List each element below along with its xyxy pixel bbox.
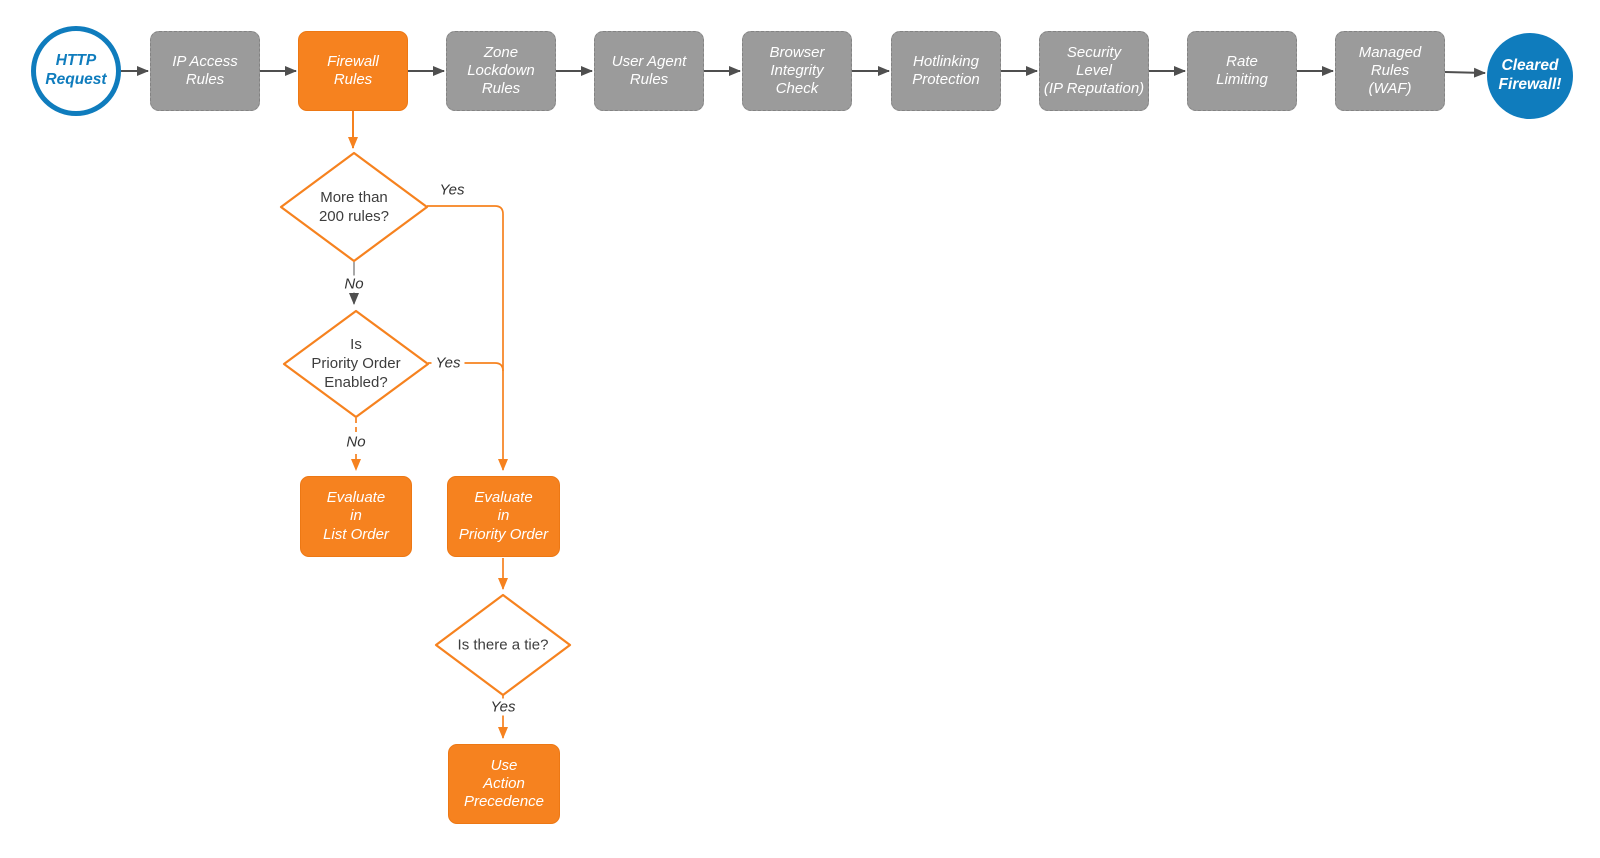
decision-text-is-there-a-tie: Is there a tie?	[457, 636, 549, 654]
stage-user-agent-rules: User Agent Rules	[594, 31, 704, 111]
action-evaluate-list-order: Evaluate in List Order	[300, 476, 412, 557]
edge-label-yes-3: Yes	[486, 698, 520, 716]
edge-label-yes-2: Yes	[431, 354, 465, 372]
edge-label-yes-1: Yes	[439, 181, 465, 199]
stage-firewall-rules: Firewall Rules	[298, 31, 408, 111]
arrow-managed-rules-to-end	[1444, 67, 1486, 78]
decision-text-200-rules: More than 200 rules?	[318, 188, 390, 225]
stage-hotlinking-protection: Hotlinking Protection	[891, 31, 1001, 111]
stage-zone-lockdown-rules: Zone Lockdown Rules	[446, 31, 556, 111]
edge-yes-200-rules-to-priority-order-box	[427, 205, 508, 471]
stage-security-level: Security Level (IP Reputation)	[1039, 31, 1149, 111]
edge-label-no-1: No	[340, 275, 368, 293]
action-use-action-precedence: Use Action Precedence	[448, 744, 560, 824]
stage-ip-access-rules: IP Access Rules	[150, 31, 260, 111]
action-evaluate-priority-order: Evaluate in Priority Order	[447, 476, 560, 557]
edge-label-no-2: No	[342, 433, 370, 451]
stage-managed-rules-waf: Managed Rules (WAF)	[1335, 31, 1445, 111]
end-node-cleared-firewall: Cleared Firewall!	[1487, 33, 1573, 119]
decision-text-priority-enabled: Is Priority Order Enabled?	[311, 336, 401, 392]
stage-rate-limiting: Rate Limiting	[1187, 31, 1297, 111]
start-node-http-request: HTTP Request	[31, 26, 121, 116]
stage-browser-integrity-check: Browser Integrity Check	[742, 31, 852, 111]
